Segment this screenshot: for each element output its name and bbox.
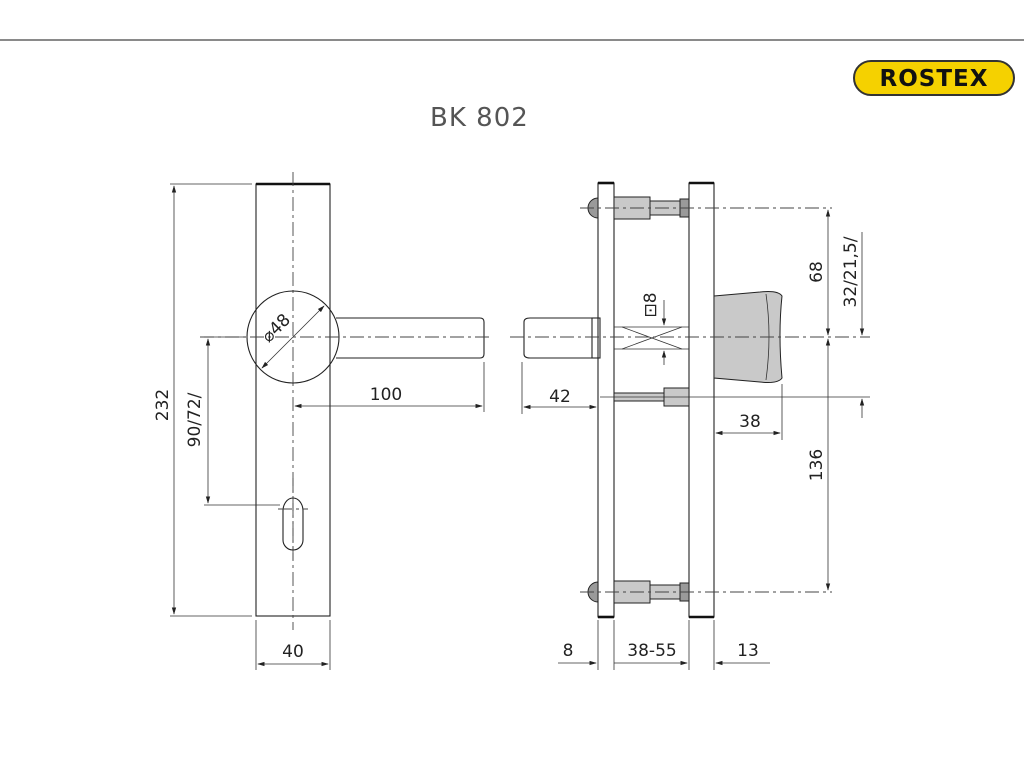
bottom-screw bbox=[580, 580, 832, 604]
dim-spindle-keyhole: 90/72/ bbox=[185, 392, 205, 447]
right-plate bbox=[688, 182, 715, 618]
rostex-logo: ROSTEX bbox=[853, 60, 1015, 96]
dim-plate-thickness-left: 8 bbox=[563, 641, 574, 661]
logo-text: ROSTEX bbox=[880, 66, 989, 92]
dim-knob-projection: 38 bbox=[739, 412, 761, 432]
dim-knob-upper: 68 bbox=[807, 261, 827, 283]
left-plate bbox=[597, 182, 615, 618]
dim-bolt-spacing: 136 bbox=[807, 449, 827, 481]
top-screw bbox=[580, 196, 832, 220]
dim-plate-width: 40 bbox=[282, 642, 304, 662]
dim-plate-height: 232 bbox=[153, 389, 173, 421]
dim-rose-diameter: ⌀48 bbox=[258, 310, 295, 347]
side-view: ⊡8 42 bbox=[510, 181, 870, 670]
dim-plate-thickness-right: 13 bbox=[737, 641, 759, 661]
front-view: 232 90/72/ ⌀48 100 40 bbox=[153, 172, 490, 670]
dim-spindle-square: ⊡8 bbox=[641, 292, 661, 317]
spindle-stub bbox=[523, 317, 598, 359]
keyhole bbox=[282, 497, 304, 551]
dim-lever-length: 100 bbox=[370, 385, 402, 405]
dim-knob-offset: 32/21,5/ bbox=[841, 236, 861, 307]
lever-arm bbox=[336, 317, 485, 359]
middle-bolt bbox=[600, 387, 870, 407]
dim-door-thickness: 38-55 bbox=[627, 641, 676, 661]
dim-spindle-projection: 42 bbox=[549, 387, 571, 407]
drawing-title: BK 802 bbox=[430, 103, 529, 133]
